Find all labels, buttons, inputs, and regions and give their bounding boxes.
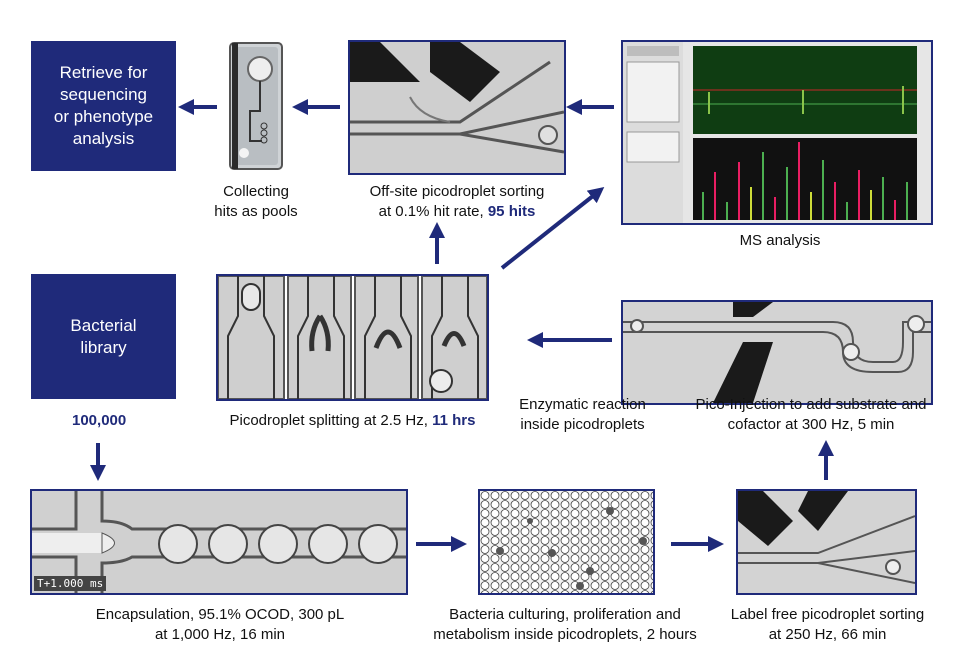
bacterial-library-box: Bacterial library	[31, 274, 176, 399]
culturing-caption: Bacteria culturing, proliferation and me…	[433, 606, 697, 643]
labelfree-caption: Label free picodroplet sorting at 250 Hz…	[730, 606, 925, 643]
encapsulation-image: T+1.000 ms	[30, 489, 408, 595]
labelfree-sorting-image	[736, 489, 917, 595]
picoinjection-image	[621, 300, 933, 405]
ms-caption: MS analysis	[739, 232, 821, 249]
encapsulation-timestamp: T+1.000 ms	[34, 576, 107, 591]
offsite-rate-text: at 0.1% hit rate,	[378, 203, 488, 220]
library-count: 100,000	[72, 412, 127, 429]
splitting-image	[216, 274, 489, 401]
encapsulation-caption: Encapsulation, 95.1% OCOD, 300 pL at 1,0…	[95, 606, 345, 643]
picoinjection-caption: Pico-Injection to add substrate and cofa…	[695, 396, 927, 433]
offsite-caption: Off-site picodroplet sorting at 0.1% hit…	[350, 182, 564, 222]
splitting-caption: Picodroplet splitting at 2.5 Hz, 11 hrs	[205, 411, 500, 431]
offsite-sorting-image	[348, 40, 566, 175]
collecting-chip-image	[222, 41, 289, 171]
ms-analysis-screenshot	[621, 40, 933, 225]
culturing-image	[478, 489, 655, 595]
arrow-splitting-to-ms	[500, 187, 605, 270]
splitting-text: Picodroplet splitting at 2.5 Hz,	[229, 412, 433, 429]
collecting-caption: Collecting hits as pools	[214, 183, 298, 220]
splitting-duration: 11 hrs	[432, 412, 476, 429]
offsite-caption-line1: Off-site picodroplet sorting	[369, 183, 545, 200]
enzymatic-caption: Enzymatic reaction inside picodroplets	[519, 396, 646, 433]
offsite-hits-text: 95 hits	[487, 203, 536, 220]
offsite-caption-line2: at 0.1% hit rate, 95 hits	[350, 202, 564, 222]
retrieve-box: Retrieve for sequencing or phenotype ana…	[31, 41, 176, 171]
